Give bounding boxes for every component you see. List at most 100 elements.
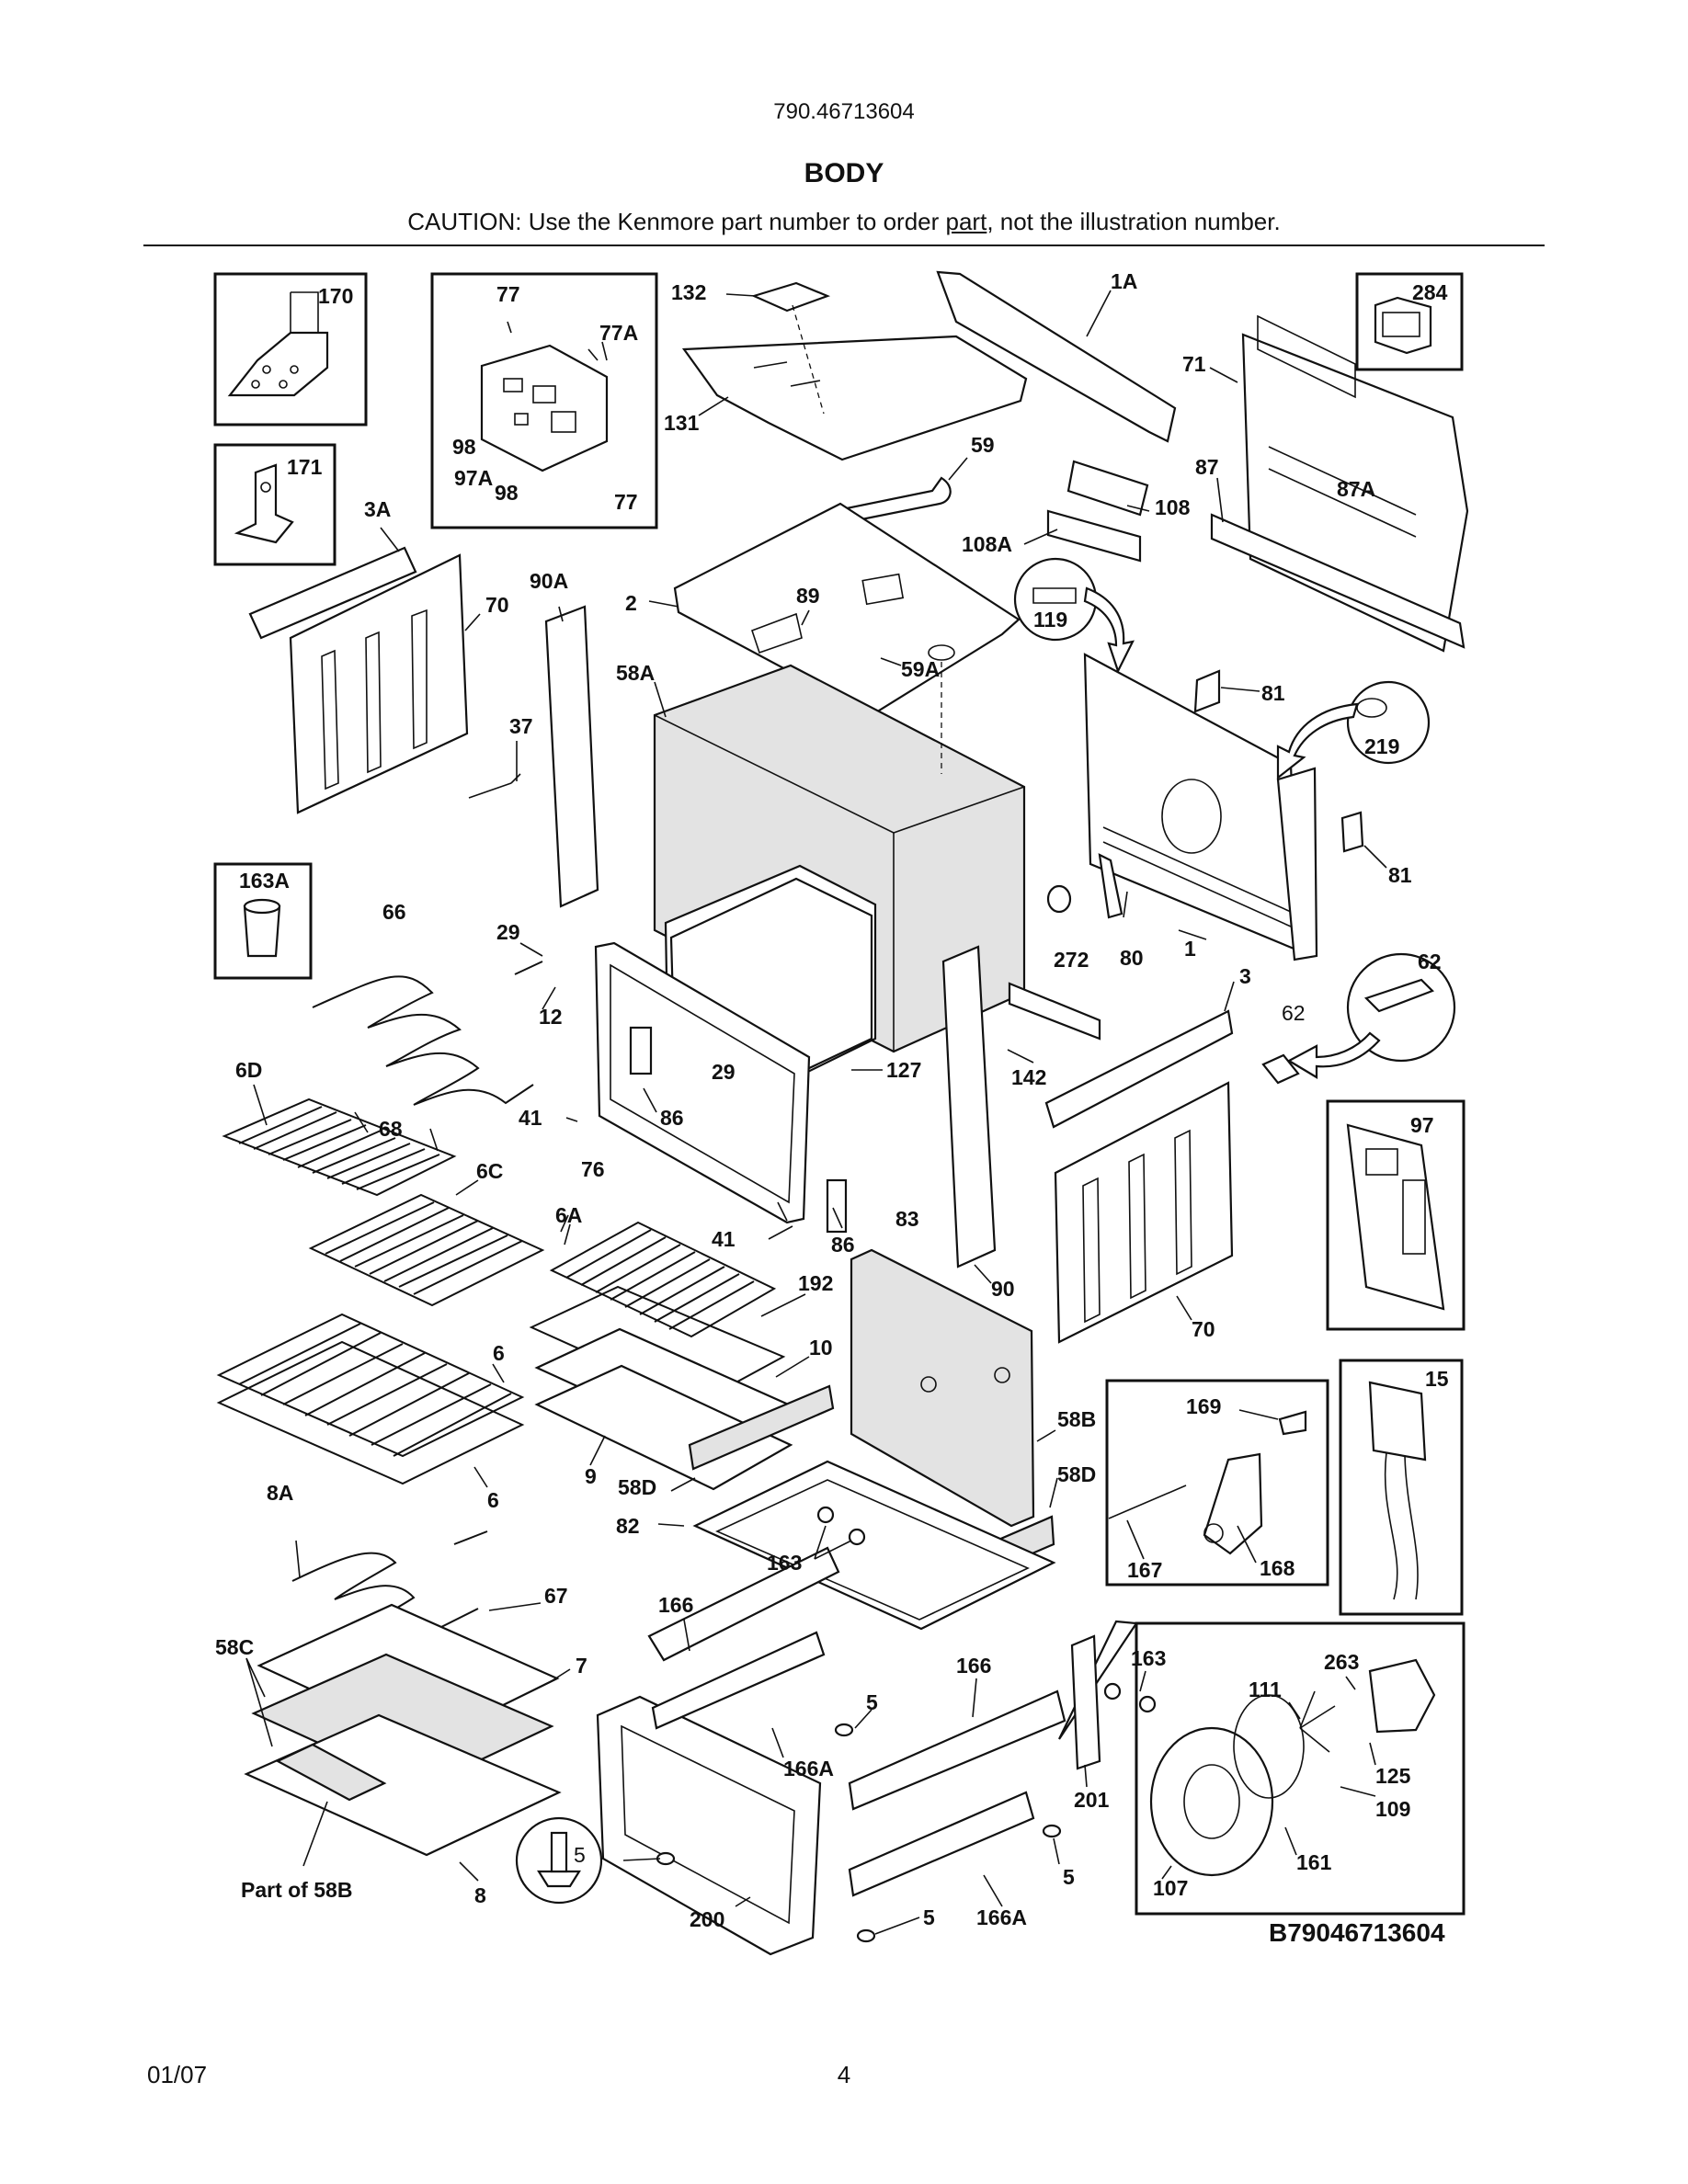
callout-8A: 8A xyxy=(267,1481,293,1505)
cover-132 xyxy=(750,281,831,313)
footer-date: 01/07 xyxy=(147,2061,208,2088)
callout-9: 9 xyxy=(585,1464,597,1488)
callout-168: 168 xyxy=(1260,1556,1295,1580)
hinges-86 xyxy=(629,1026,848,1234)
callout-71: 71 xyxy=(1182,352,1206,376)
element-108 xyxy=(1046,460,1149,563)
inset-box-284 xyxy=(1355,272,1464,371)
caution-prefix: CAUTION: Use the Kenmore part number to … xyxy=(407,208,946,235)
inset-box-168 xyxy=(1105,1379,1329,1587)
callout-8: 8 xyxy=(474,1883,486,1907)
callout-6-top: 6 xyxy=(493,1341,505,1365)
callout-5-leveler: 5 xyxy=(574,1843,586,1867)
callout-77-top: 77 xyxy=(496,282,520,306)
strip-142 xyxy=(1008,982,1101,1041)
callout-107: 107 xyxy=(1153,1876,1188,1900)
callout-161: 161 xyxy=(1296,1850,1332,1874)
callout-167: 167 xyxy=(1127,1558,1162,1582)
callout-166A-bottom: 166A xyxy=(976,1905,1027,1929)
callout-1: 1 xyxy=(1184,937,1196,961)
callout-58D-right: 58D xyxy=(1057,1462,1096,1486)
callout-58A: 58A xyxy=(616,661,655,685)
callout-163A: 163A xyxy=(239,869,290,893)
drawer-front-200 xyxy=(596,1695,822,1956)
inset-box-15 xyxy=(1339,1359,1464,1616)
callout-2: 2 xyxy=(625,591,637,615)
top-panel-131 xyxy=(681,335,1028,461)
side-panel-70-right xyxy=(1054,1081,1234,1344)
arrow-119 xyxy=(1083,586,1135,674)
callout-131: 131 xyxy=(664,411,700,435)
callout-201: 201 xyxy=(1074,1788,1110,1812)
callout-192: 192 xyxy=(798,1271,833,1295)
inset-box-170 xyxy=(213,272,368,427)
callout-70-right: 70 xyxy=(1192,1317,1215,1341)
callout-70-left: 70 xyxy=(485,593,509,617)
callout-97A: 97A xyxy=(454,466,493,490)
slide-166A-right xyxy=(848,1791,1035,1897)
parts-272-80 xyxy=(1046,853,1123,919)
callout-263: 263 xyxy=(1324,1650,1359,1674)
section-title: BODY xyxy=(804,158,884,188)
callout-81-top: 81 xyxy=(1261,681,1285,705)
side-panel-3 xyxy=(1044,1009,1234,1129)
callout-58B: 58B xyxy=(1057,1407,1096,1431)
door-frame-82 xyxy=(692,1460,1056,1631)
slide-166-left xyxy=(647,1546,840,1662)
callout-5-mid: 5 xyxy=(866,1690,878,1714)
footer-page-number: 4 xyxy=(837,2061,851,2088)
strip-90 xyxy=(941,945,997,1268)
slide-166A-left xyxy=(651,1631,826,1730)
callout-81-bottom: 81 xyxy=(1388,863,1412,887)
leveler-5 xyxy=(515,1816,603,1905)
callout-284: 284 xyxy=(1412,280,1448,304)
callout-59: 59 xyxy=(971,433,995,457)
callout-62: 62 xyxy=(1418,950,1442,973)
callout-127: 127 xyxy=(886,1058,921,1082)
callout-108: 108 xyxy=(1155,495,1191,519)
callout-272: 272 xyxy=(1054,948,1089,972)
callout-98-bottom: 98 xyxy=(495,481,519,505)
side-panel-3A xyxy=(248,546,417,640)
strip-90A xyxy=(544,605,599,908)
header-rule xyxy=(143,245,1545,246)
callout-29-mid: 29 xyxy=(712,1060,736,1084)
callout-59A: 59A xyxy=(901,657,940,681)
inset-box-77 xyxy=(430,272,658,529)
callout-87: 87 xyxy=(1195,455,1219,479)
rear-panel-1 xyxy=(1083,653,1318,961)
callout-86-top: 86 xyxy=(660,1106,684,1130)
inset-box-163A xyxy=(213,862,313,980)
callout-119: 119 xyxy=(1033,608,1067,631)
callout-12: 12 xyxy=(539,1005,563,1029)
bracket-201 xyxy=(1070,1634,1101,1770)
callout-98-top: 98 xyxy=(452,435,476,459)
callout-82: 82 xyxy=(616,1514,640,1538)
probe-37 xyxy=(468,773,521,799)
callout-108A: 108A xyxy=(962,532,1012,556)
brackets-81 xyxy=(1193,669,1364,853)
callout-125: 125 xyxy=(1375,1764,1411,1788)
slide-166-right xyxy=(848,1689,1066,1811)
tube-59 xyxy=(831,476,952,526)
callout-1A: 1A xyxy=(1111,269,1137,293)
callout-5-right: 5 xyxy=(1063,1865,1075,1889)
panel-8 xyxy=(244,1713,562,1857)
callout-90: 90 xyxy=(991,1277,1015,1301)
dashline-132 xyxy=(792,304,825,415)
callout-163-mid: 163 xyxy=(767,1551,802,1575)
callout-86-bottom: 86 xyxy=(831,1233,855,1257)
callout-58C: 58C xyxy=(215,1635,254,1659)
callout-15: 15 xyxy=(1425,1367,1449,1391)
bumpers-163 xyxy=(816,1506,1157,1713)
callout-6-bottom: 6 xyxy=(487,1488,499,1512)
callout-6A: 6A xyxy=(555,1203,582,1227)
caution-part-link: part xyxy=(945,208,987,235)
side-panel-70-left xyxy=(289,553,469,814)
callout-labels: 170 77 77A 132 1A 284 98 97A 98 77 131 7… xyxy=(215,269,1449,1947)
inset-box-171 xyxy=(213,443,336,566)
callout-5-bottom: 5 xyxy=(923,1905,935,1929)
callout-169: 169 xyxy=(1186,1394,1221,1418)
sensor-219 xyxy=(1346,680,1431,765)
